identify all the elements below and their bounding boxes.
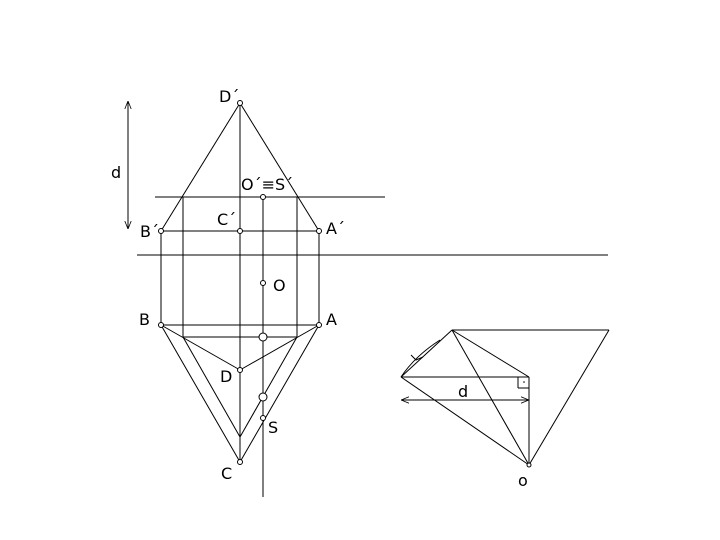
label-o: O bbox=[273, 276, 286, 295]
edge-a-c bbox=[239, 324, 320, 463]
right-edge-to-o bbox=[528, 329, 610, 466]
inner-right-to-bottom bbox=[239, 336, 298, 438]
label-a: A bbox=[326, 310, 337, 329]
label-c: C bbox=[221, 464, 232, 483]
label-b: B bbox=[139, 310, 150, 329]
point-os-prime bbox=[260, 194, 266, 200]
edge-dprime-bprime bbox=[160, 102, 241, 232]
edge-b-d bbox=[160, 324, 241, 371]
top-left-to-left bbox=[400, 329, 453, 378]
point-a bbox=[316, 322, 322, 328]
rotation-arc bbox=[400, 339, 441, 378]
right-angle-dot bbox=[523, 381, 525, 383]
inner-left-to-bottom bbox=[182, 336, 241, 438]
edge-b-c bbox=[160, 324, 241, 463]
label-c-prime: C´ bbox=[217, 210, 236, 229]
point-o-lower bbox=[526, 462, 532, 468]
label-s: S bbox=[268, 418, 278, 437]
label-d-dimension-right: d bbox=[458, 382, 468, 401]
right-figure: d o bbox=[400, 329, 610, 490]
label-d-dimension: d bbox=[111, 163, 121, 182]
left-to-o bbox=[400, 376, 530, 466]
label-d-prime: D´ bbox=[219, 87, 239, 106]
label-os-prime: O´≡S´ bbox=[241, 175, 293, 194]
point-s bbox=[260, 415, 266, 421]
point-a-prime bbox=[316, 228, 322, 234]
top-left-to-right bbox=[451, 329, 530, 378]
point-lower-mid bbox=[258, 392, 268, 402]
point-b bbox=[158, 322, 164, 328]
left-figure: D´ d O´≡S´ C´ B´ A´ O B A D S C bbox=[111, 87, 608, 497]
edge-dprime-aprime bbox=[239, 102, 320, 232]
point-d-prime bbox=[237, 100, 243, 106]
rotation-arrowhead bbox=[410, 354, 424, 361]
point-b-prime bbox=[158, 228, 164, 234]
point-c bbox=[237, 459, 243, 465]
point-c-prime bbox=[237, 228, 243, 234]
edge-a-d bbox=[239, 324, 320, 371]
point-d bbox=[237, 367, 243, 373]
label-o-lower: o bbox=[518, 471, 528, 490]
label-d: D bbox=[220, 367, 232, 386]
point-mid bbox=[258, 332, 268, 342]
point-o bbox=[260, 280, 266, 286]
label-a-prime: A´ bbox=[326, 219, 345, 238]
label-b-prime: B´ bbox=[140, 222, 159, 241]
